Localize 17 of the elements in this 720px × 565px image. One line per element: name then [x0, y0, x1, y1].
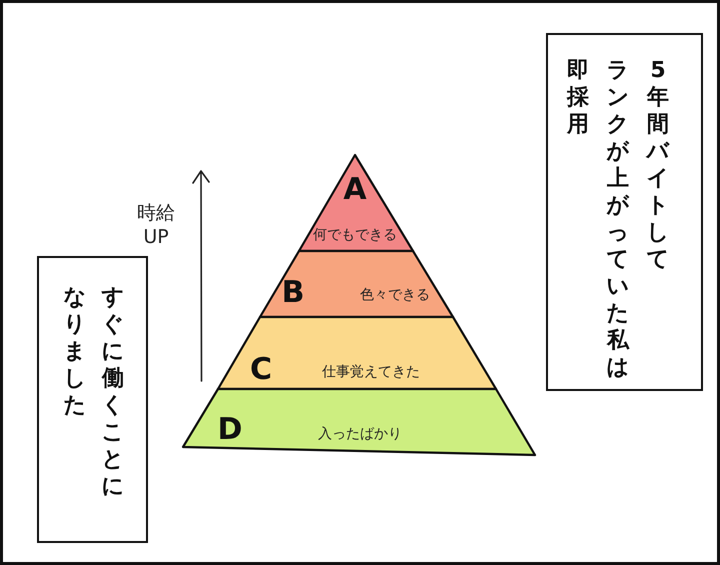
pyramid-tier [181, 387, 537, 457]
rank-letter: A [343, 174, 367, 206]
narration-box [546, 33, 703, 391]
narration-box [37, 256, 148, 543]
tier-label: 仕事覚えてきた [322, 364, 420, 380]
tier-label: 何でもできる [313, 227, 397, 243]
rank-letter: C [250, 354, 272, 386]
narration-text: 5年間バイトしてランクが上がっていた私は即採用 [566, 57, 670, 381]
pyramid-tier [216, 315, 498, 391]
pyramid-tier [297, 153, 415, 253]
tier-label: 入ったばかり [318, 426, 402, 442]
rank-letter: B [282, 277, 304, 309]
rank-letter: D [218, 414, 242, 446]
arrow-label: 時給UP [136, 201, 176, 249]
tier-label: 色々できる [360, 287, 430, 303]
pyramid-tier [258, 249, 455, 319]
narration-text: すぐに働くことになりました [62, 284, 126, 500]
